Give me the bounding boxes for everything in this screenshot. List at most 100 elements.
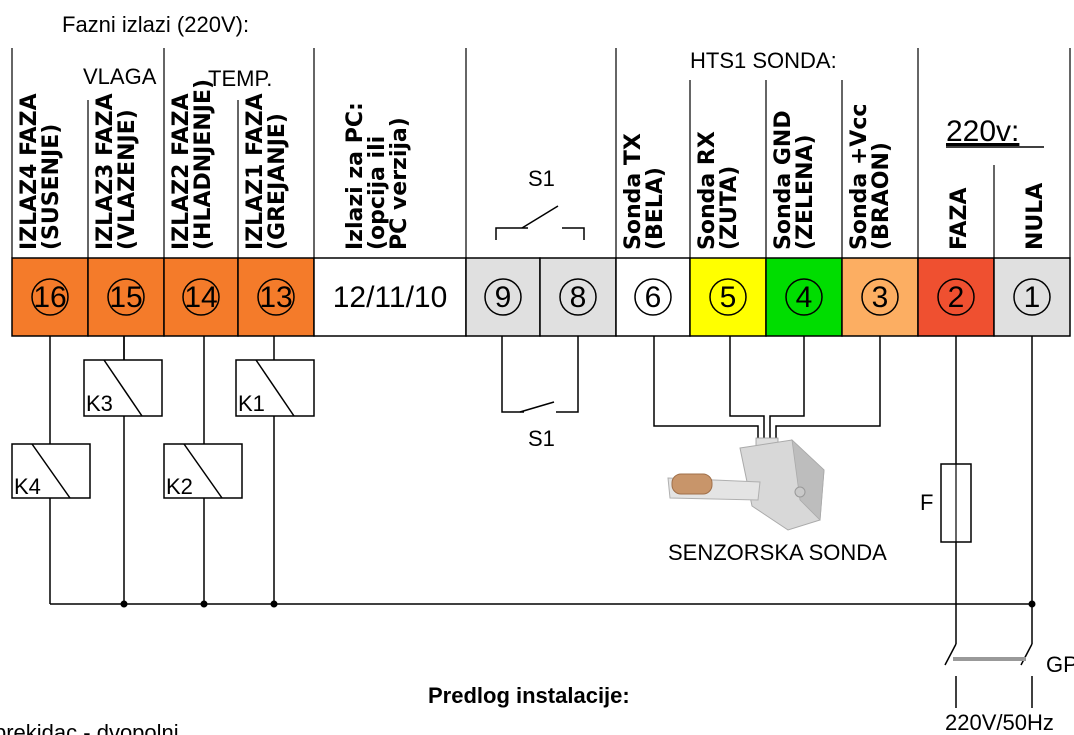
- svg-text:Sonda GND: Sonda GND: [771, 110, 796, 250]
- svg-text:PC verzija): PC verzija): [387, 117, 412, 250]
- mains-label: 220V/50Hz: [945, 710, 1054, 735]
- vlaga-group-label: VLAGA: [83, 64, 157, 89]
- s1-header-label: S1: [528, 166, 555, 191]
- relay-k4: K4: [11, 443, 91, 499]
- terminal-8-cell: [539, 257, 617, 337]
- power-label: 220v:: [946, 115, 1019, 148]
- terminal-15-number: 15: [109, 281, 142, 314]
- terminal-5-number: 5: [720, 281, 737, 314]
- terminal-9-number: 9: [495, 281, 512, 314]
- terminal-4-cell: [765, 257, 843, 337]
- relay-k3: K3: [83, 359, 163, 417]
- label-c14: IZLAZ2 FAZA (HLADNJENJE): [169, 79, 216, 250]
- terminal-4: 4: [765, 257, 843, 337]
- terminal-13-number: 13: [259, 281, 292, 314]
- label-pc: Izlazi za PC: (opcija ili PC verzija): [343, 102, 412, 250]
- svg-text:IZLAZ4 FAZA: IZLAZ4 FAZA: [17, 93, 42, 250]
- svg-text:IZLAZ3 FAZA: IZLAZ3 FAZA: [93, 93, 118, 250]
- terminal-6-cell: [615, 257, 691, 337]
- wiring: [49, 336, 1033, 708]
- terminal-1-cell: [993, 257, 1071, 337]
- terminal-1-ring: [1013, 278, 1051, 316]
- terminal-2: 2: [917, 257, 995, 337]
- relay-k2-label: K2: [166, 474, 193, 499]
- svg-text:(GREJANJE): (GREJANJE): [265, 113, 290, 250]
- hts1-group-label: HTS1 SONDA:: [690, 48, 837, 73]
- relay-k1: K1: [235, 359, 315, 417]
- terminal-5: 5: [689, 257, 767, 337]
- svg-text:(HLADNJENJE): (HLADNJENJE): [191, 79, 216, 250]
- terminal-6-number: 6: [645, 281, 662, 314]
- svg-text:(ZUTA): (ZUTA): [717, 166, 742, 250]
- svg-text:FAZA: FAZA: [947, 187, 972, 250]
- terminal-16-number: 16: [33, 281, 66, 314]
- terminal-1: 1: [993, 257, 1071, 337]
- terminal-8-number: 8: [570, 281, 587, 314]
- relay-k1-label: K1: [238, 391, 265, 416]
- terminal-13: 13: [237, 257, 315, 337]
- sensor-label: SENZORSKA SONDA: [668, 540, 887, 565]
- terminal-2-ring: [937, 278, 975, 316]
- fuse: F: [920, 463, 972, 543]
- label-c3: Sonda +Vcc (BRAON): [847, 104, 894, 250]
- label-c2: FAZA: [947, 187, 972, 250]
- fuse-label: F: [920, 490, 933, 515]
- terminal-16: 16: [11, 257, 89, 337]
- label-c4: Sonda GND (ZELENA): [771, 110, 818, 250]
- label-c15: IZLAZ3 FAZA (VLAZENJE): [93, 93, 140, 250]
- terminal-1-number: 1: [1024, 281, 1041, 314]
- label-c16: IZLAZ4 FAZA (SUSENJE): [17, 93, 64, 250]
- svg-text:NULA: NULA: [1023, 183, 1048, 250]
- svg-text:IZLAZ2 FAZA: IZLAZ2 FAZA: [169, 93, 194, 250]
- relay-k2: K2: [163, 443, 243, 499]
- header-separators: [11, 48, 1071, 258]
- temp-group-label: TEMP.: [208, 66, 272, 91]
- label-c5: Sonda RX (ZUTA): [695, 131, 742, 250]
- terminal-13-ring: [257, 278, 295, 316]
- terminal-2-number: 2: [948, 281, 965, 314]
- sensor-probe-image: [667, 437, 825, 531]
- svg-text:(SUSENJE): (SUSENJE): [39, 124, 64, 250]
- terminal-16-ring: [31, 278, 69, 316]
- terminal-15-cell: [87, 257, 165, 337]
- svg-text:Sonda TX: Sonda TX: [621, 133, 646, 250]
- terminal-3-ring: [861, 278, 899, 316]
- relay-k4-label: K4: [14, 474, 41, 499]
- svg-text:(opcija ili: (opcija ili: [365, 136, 390, 250]
- terminal-5-cell: [689, 257, 767, 337]
- svg-text:(BELA): (BELA): [643, 167, 668, 250]
- junction-dots: [120, 600, 1036, 608]
- terminal-5-ring: [709, 278, 747, 316]
- terminal-15: 15: [87, 257, 165, 337]
- svg-text:Izlazi za PC:: Izlazi za PC:: [343, 102, 368, 250]
- phase-outputs-title: Fazni izlazi (220V):: [62, 12, 249, 37]
- terminal-8: 8: [539, 257, 617, 337]
- gp-label: GP: [1046, 652, 1074, 677]
- label-c13: IZLAZ1 FAZA (GREJANJE): [243, 93, 290, 250]
- terminal-14: 14: [163, 257, 239, 337]
- terminal-6-ring: [634, 278, 672, 316]
- relay-k3-label: K3: [86, 391, 113, 416]
- terminal-strip: 16 15 14 13 12/11/10 9 8 6 5 4 3 2 1: [11, 257, 1071, 337]
- terminal-3: 3: [841, 257, 919, 337]
- svg-text:(VLAZENJE): (VLAZENJE): [115, 109, 140, 250]
- svg-text:Sonda RX: Sonda RX: [695, 131, 720, 250]
- svg-text:(BRAON): (BRAON): [869, 142, 894, 250]
- terminal-4-number: 4: [796, 281, 813, 314]
- proposal-title: Predlog instalacije:: [428, 683, 630, 708]
- terminal-6: 6: [615, 257, 691, 337]
- terminal-15-ring: [107, 278, 145, 316]
- label-c1: NULA: [1023, 183, 1048, 250]
- terminal-9-ring: [484, 278, 522, 316]
- terminal-8-ring: [559, 278, 597, 316]
- terminal-14-ring: [182, 278, 220, 316]
- terminal-13-cell: [237, 257, 315, 337]
- terminal-3-number: 3: [872, 281, 889, 314]
- svg-text:Sonda +Vcc: Sonda +Vcc: [847, 104, 872, 250]
- terminal-14-cell: [163, 257, 239, 337]
- terminal-14-number: 14: [184, 281, 217, 314]
- terminal-12-11-10: 12/11/10: [313, 257, 467, 337]
- s1-header-switch: S1: [495, 166, 585, 240]
- terminal-4-ring: [785, 278, 823, 316]
